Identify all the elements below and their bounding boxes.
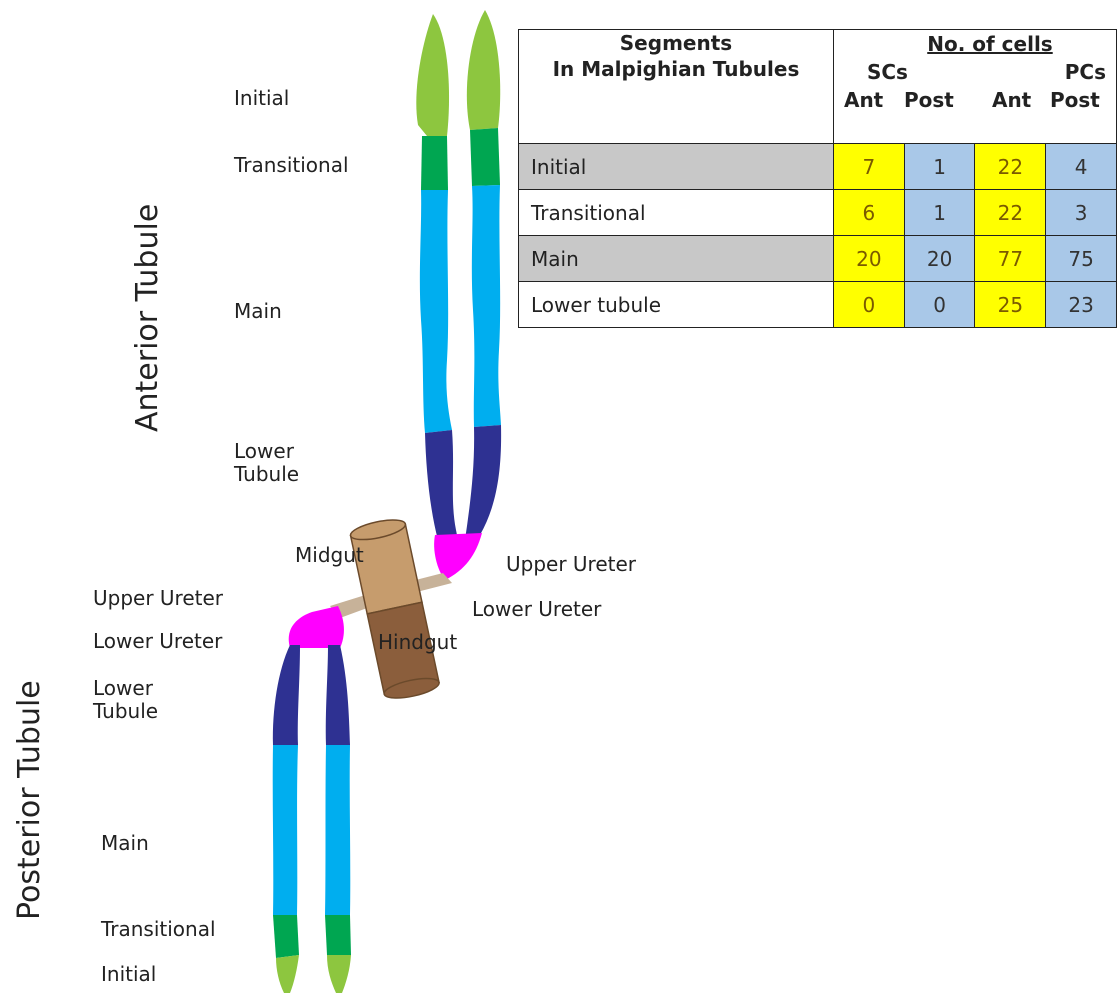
posterior-left-lower <box>273 645 300 745</box>
posterior-main-label: Main <box>101 832 149 855</box>
anterior-right-main <box>472 185 501 427</box>
value-cell: 0 <box>904 282 975 328</box>
posterior-lower-ureter-label: Lower Ureter <box>93 630 222 653</box>
posterior-lower-tubule-label: Lower Tubule <box>93 677 158 723</box>
value-cell: 75 <box>1046 236 1117 282</box>
value-cell: 7 <box>833 144 904 190</box>
segment-cell: Main <box>519 236 834 282</box>
posterior-upper-ureter-label: Upper Ureter <box>93 587 223 610</box>
value-cell: 6 <box>833 190 904 236</box>
value-cell: 20 <box>833 236 904 282</box>
anterior-right-initial <box>467 10 500 130</box>
anterior-left-main <box>420 190 452 433</box>
hindgut-label: Hindgut <box>378 631 457 654</box>
right-lower-ureter-label: Lower Ureter <box>472 598 601 621</box>
anterior-left-branch <box>416 14 458 540</box>
table-row: Transitional 6 1 22 3 <box>519 190 1117 236</box>
anterior-left-initial <box>416 14 449 136</box>
posterior-initial-label: Initial <box>101 963 156 986</box>
anterior-lower-tubule-label: Lower Tubule <box>234 440 299 486</box>
posterior-right-lower <box>326 645 350 745</box>
segments-header: Segments In Malpighian Tubules <box>519 30 834 144</box>
value-cell: 1 <box>904 144 975 190</box>
table-row: Initial 7 1 22 4 <box>519 144 1117 190</box>
cell-count-table: Segments In Malpighian Tubules No. of ce… <box>518 29 1117 328</box>
posterior-left-transitional <box>273 915 299 958</box>
posterior-right-branch <box>325 645 351 993</box>
sub-header-scs-ant: Ant <box>844 88 883 112</box>
segments-header-line1: Segments <box>519 30 833 56</box>
anterior-main-label: Main <box>234 300 282 323</box>
value-cell: 1 <box>904 190 975 236</box>
value-cell: 4 <box>1046 144 1117 190</box>
cells-header: No. of cells SCs PCs Ant Post Ant Post <box>833 30 1116 144</box>
midgut-label: Midgut <box>295 544 364 567</box>
scs-header: SCs <box>867 60 908 84</box>
segment-cell: Initial <box>519 144 834 190</box>
pcs-header: PCs <box>1065 60 1106 84</box>
posterior-upper-ureter <box>289 606 344 648</box>
anterior-initial-label: Initial <box>234 87 289 110</box>
value-cell: 23 <box>1046 282 1117 328</box>
table-row: Main 20 20 77 75 <box>519 236 1117 282</box>
posterior-left-main <box>273 745 298 915</box>
value-cell: 20 <box>904 236 975 282</box>
table-row: Lower tubule 0 0 25 23 <box>519 282 1117 328</box>
sub-header-pcs-post: Post <box>1050 88 1100 112</box>
anterior-right-lower <box>465 425 501 540</box>
sub-header-pcs-ant: Ant <box>992 88 1031 112</box>
anterior-transitional-label: Transitional <box>234 154 349 177</box>
posterior-tubule-title: Posterior Tubule <box>12 680 47 920</box>
right-upper-ureter-label: Upper Ureter <box>506 553 636 576</box>
value-cell: 25 <box>975 282 1046 328</box>
segment-cell: Lower tubule <box>519 282 834 328</box>
anterior-left-lower <box>425 430 458 540</box>
anterior-upper-ureter <box>434 533 482 580</box>
anterior-right-branch <box>465 10 501 540</box>
sub-header-scs-post: Post <box>904 88 954 112</box>
posterior-right-transitional <box>325 915 351 955</box>
posterior-transitional-label: Transitional <box>101 918 216 941</box>
posterior-left-branch <box>273 645 300 993</box>
value-cell: 22 <box>975 144 1046 190</box>
value-cell: 77 <box>975 236 1046 282</box>
anterior-left-transitional <box>421 136 448 190</box>
segment-cell: Transitional <box>519 190 834 236</box>
posterior-left-initial <box>276 955 299 993</box>
value-cell: 22 <box>975 190 1046 236</box>
segments-header-line2: In Malpighian Tubules <box>519 56 833 82</box>
value-cell: 3 <box>1046 190 1117 236</box>
anterior-tubule-title: Anterior Tubule <box>130 204 165 432</box>
anterior-right-transitional <box>470 128 500 186</box>
no-of-cells-header: No. of cells <box>834 32 1116 56</box>
posterior-right-main <box>325 745 350 915</box>
value-cell: 0 <box>833 282 904 328</box>
table-header-row: Segments In Malpighian Tubules No. of ce… <box>519 30 1117 144</box>
posterior-right-initial <box>327 955 351 993</box>
